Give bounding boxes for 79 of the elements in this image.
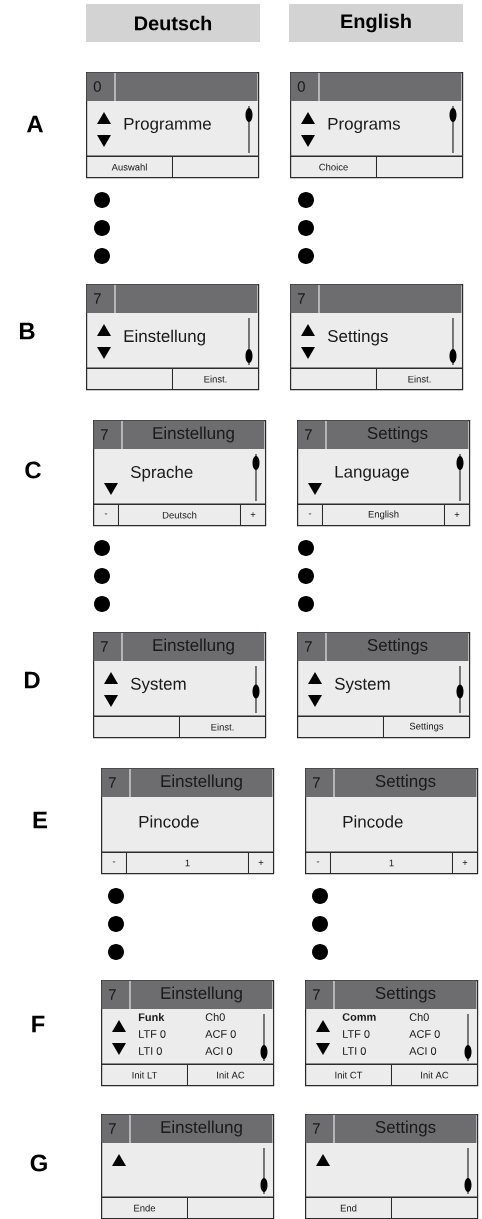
- row-letter: B: [19, 322, 35, 340]
- row-letter: F: [32, 1015, 45, 1033]
- softkey-button: Ende: [101, 1197, 188, 1219]
- screen-title: Einstellung: [153, 426, 234, 443]
- screen-title: Settings: [367, 638, 428, 655]
- screen-title: Settings: [375, 986, 436, 1003]
- menu-item: Pincode: [343, 815, 403, 828]
- screen-number: 7: [108, 1123, 116, 1134]
- screen-number: 7: [312, 989, 320, 1000]
- menu-item: Funk: [138, 1013, 165, 1022]
- screen-title: Settings: [375, 774, 436, 791]
- screen-number: 7: [100, 429, 108, 440]
- row-letter: G: [30, 1154, 47, 1172]
- language-header: Deutsch: [86, 4, 260, 42]
- menu-item: Ch0: [409, 1013, 429, 1022]
- row-letter: E: [33, 811, 48, 829]
- menu-item: LTF 0: [139, 1030, 166, 1038]
- softkey-button: 1: [126, 852, 249, 874]
- screen-number: 0: [297, 81, 305, 92]
- menu-item: Language: [335, 465, 409, 482]
- menu-item: Ch0: [205, 1013, 225, 1022]
- screen-number: 7: [108, 989, 116, 1000]
- screen-number: 7: [297, 293, 305, 304]
- menu-item: LTI 0: [139, 1047, 162, 1055]
- softkey-button: Init CT: [305, 1064, 392, 1086]
- softkey-button: -: [305, 852, 331, 874]
- screen-title: Einstellung: [161, 1120, 242, 1137]
- menu-item: ACI 0: [205, 1047, 233, 1055]
- screen-number: 7: [108, 777, 116, 788]
- menu-item: Programs: [328, 117, 400, 134]
- menu-item: System: [334, 677, 390, 694]
- softkey-button: 1: [330, 852, 453, 874]
- softkey-button: +: [248, 852, 274, 874]
- softkey-button: -: [297, 504, 323, 526]
- softkey-button: Init AC: [391, 1064, 478, 1086]
- softkey-button: Einst.: [179, 716, 266, 738]
- row-letter: C: [25, 461, 41, 479]
- menu-item: Programme: [124, 117, 211, 134]
- menu-item: ACF 0: [205, 1030, 236, 1038]
- softkey-button: Settings: [383, 716, 470, 738]
- softkey-button: Deutsch: [118, 504, 241, 526]
- screen-number: 7: [312, 1123, 320, 1134]
- screen-number: 7: [93, 293, 101, 304]
- menu-item: Comm: [342, 1013, 376, 1021]
- menu-item: System: [130, 677, 186, 694]
- screen-title: Settings: [375, 1120, 436, 1137]
- softkey-button: Init LT: [101, 1064, 188, 1086]
- softkey-button: +: [452, 852, 478, 874]
- screen-title: Settings: [367, 426, 428, 443]
- softkey-button: English: [322, 504, 445, 526]
- softkey-button: Choice: [290, 156, 377, 178]
- softkey-button: Auswahl: [86, 156, 173, 178]
- screen-title: Einstellung: [153, 638, 234, 655]
- menu-item: LTI 0: [343, 1047, 366, 1055]
- language-header: English: [289, 4, 463, 42]
- screen-number: 0: [93, 81, 101, 92]
- row-letter: A: [26, 115, 43, 133]
- menu-item: LTF 0: [343, 1030, 370, 1038]
- menu-item: Einstellung: [124, 329, 205, 346]
- screen-title: Einstellung: [161, 986, 242, 1003]
- softkey-button: Init AC: [187, 1064, 274, 1086]
- row-letter: D: [24, 671, 40, 689]
- menu-item: Sprache: [130, 465, 193, 482]
- menu-item: Pincode: [139, 815, 199, 828]
- softkey-button: -: [93, 504, 119, 526]
- softkey-button: End: [305, 1197, 392, 1219]
- softkey-button: Einst.: [376, 368, 463, 390]
- softkey-button: +: [444, 504, 470, 526]
- screen-number: 7: [312, 777, 320, 788]
- menu-item: Settings: [327, 329, 388, 346]
- screen-title: Einstellung: [161, 774, 242, 791]
- screen-number: 7: [304, 429, 312, 440]
- softkey-button: -: [101, 852, 127, 874]
- screen-number: 7: [304, 641, 312, 652]
- screen-number: 7: [100, 641, 108, 652]
- menu-item: ACF 0: [409, 1030, 440, 1038]
- softkey-button: Einst.: [172, 368, 259, 390]
- softkey-button: +: [240, 504, 266, 526]
- menu-item: ACI 0: [409, 1047, 437, 1055]
